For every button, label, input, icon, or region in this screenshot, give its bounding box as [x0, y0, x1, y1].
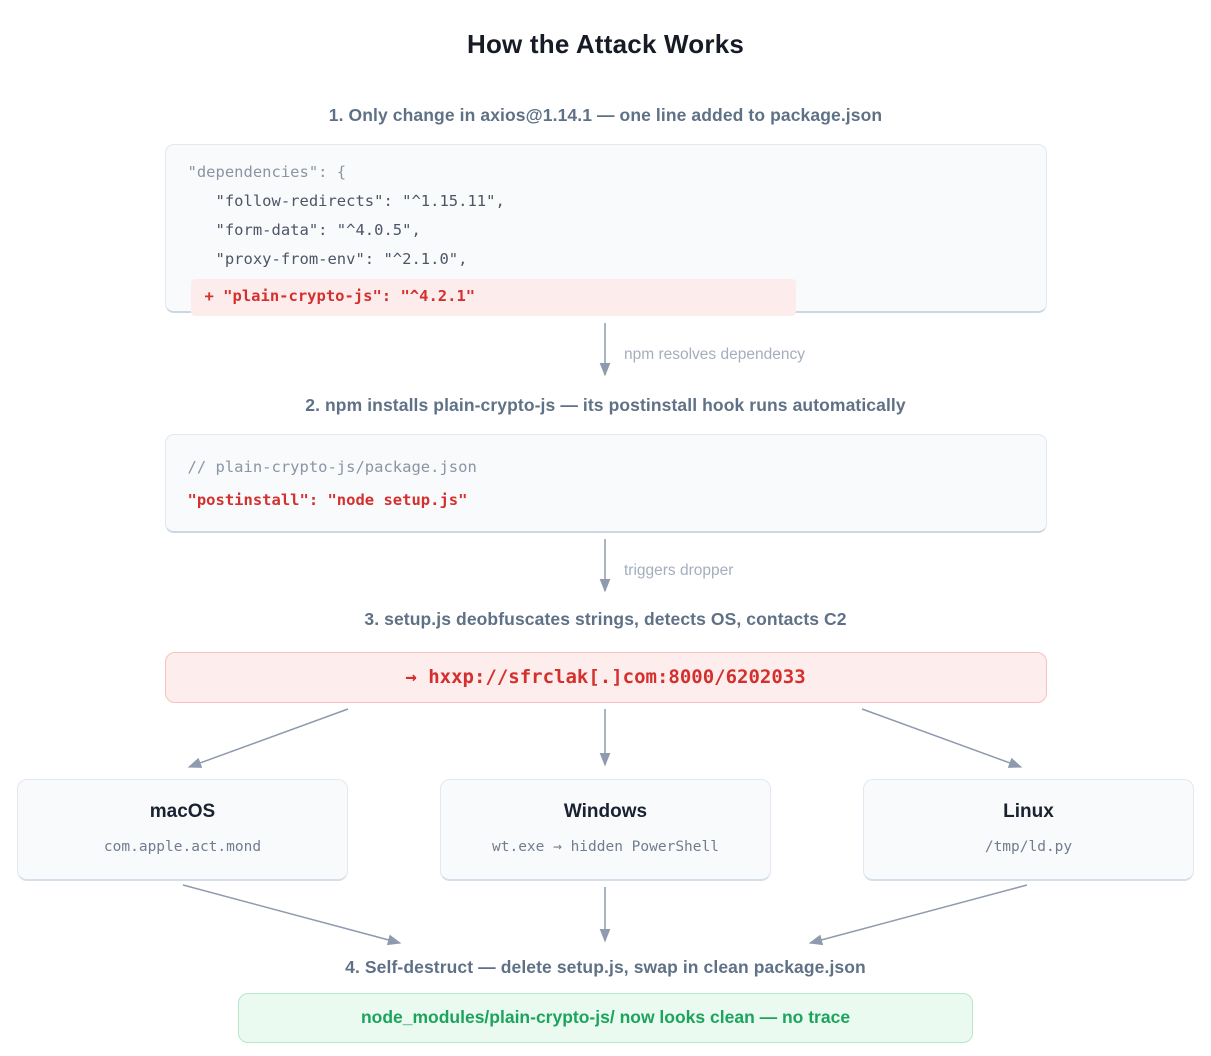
- code-line: "form-data": "^4.0.5",: [187, 221, 421, 239]
- comment-line: // plain-crypto-js/package.json: [187, 458, 477, 476]
- clean-result-text: node_modules/plain-crypto-js/ now looks …: [360, 1007, 851, 1027]
- code-block-postinstall: // plain-crypto-js/package.json "postins…: [164, 434, 1047, 533]
- flow-arrow-resolve: npm resolves dependency: [599, 323, 805, 377]
- os-title: Linux: [1003, 801, 1054, 822]
- clean-result-box: node_modules/plain-crypto-js/ now looks …: [238, 993, 973, 1043]
- os-targets-row: macOS com.apple.act.mond Windows wt.exe …: [0, 779, 1211, 881]
- c2-url-box: → hxxp://sfrclak[.]com:8000/6202033: [164, 652, 1047, 703]
- arrow-label-npm-resolves: npm resolves dependency: [624, 346, 805, 363]
- step-1-label: 1. Only change in axios@1.14.1 — one lin…: [328, 105, 883, 125]
- diff-added-highlight: + "plain-crypto-js": "^4.2.1": [190, 279, 796, 316]
- os-payload: /tmp/ld.py: [984, 839, 1073, 855]
- fanout-arrows: [187, 708, 1023, 768]
- page-title: How the Attack Works: [466, 29, 745, 59]
- step-3-label: 3. setup.js deobfuscates strings, detect…: [364, 609, 847, 629]
- flow-arrow-dropper: triggers dropper: [599, 539, 733, 593]
- os-title: Windows: [563, 801, 648, 822]
- step-2-label: 2. npm installs plain-crypto-js — its po…: [305, 395, 906, 415]
- arrow-to-macos: [187, 708, 349, 768]
- os-payload: com.apple.act.mond: [103, 839, 262, 855]
- added-dependency-line: + "plain-crypto-js": "^4.2.1": [188, 274, 1046, 316]
- code-line: "proxy-from-env": "^2.1.0",: [187, 250, 468, 268]
- code-line: "dependencies": {: [187, 163, 347, 181]
- arrow-from-macos: [182, 884, 402, 946]
- os-payload: wt.exe → hidden PowerShell: [492, 839, 719, 855]
- code-line: "follow-redirects": "^1.15.11",: [187, 192, 505, 210]
- converge-arrows: [182, 884, 1028, 946]
- arrow-to-linux: [861, 708, 1023, 768]
- arrow-label-triggers-dropper: triggers dropper: [624, 562, 733, 579]
- c2-url-text: → hxxp://sfrclak[.]com:8000/6202033: [405, 666, 806, 688]
- os-title: macOS: [149, 801, 216, 822]
- os-box-macos: macOS com.apple.act.mond: [17, 779, 348, 881]
- postinstall-line: "postinstall": "node setup.js": [187, 491, 468, 509]
- step-4-label: 4. Self-destruct — delete setup.js, swap…: [345, 957, 866, 977]
- os-box-windows: Windows wt.exe → hidden PowerShell: [440, 779, 771, 881]
- os-box-linux: Linux /tmp/ld.py: [863, 779, 1194, 881]
- arrow-from-linux: [808, 884, 1028, 946]
- code-block-axios-package-json: "dependencies": { "follow-redirects": "^…: [164, 144, 1047, 316]
